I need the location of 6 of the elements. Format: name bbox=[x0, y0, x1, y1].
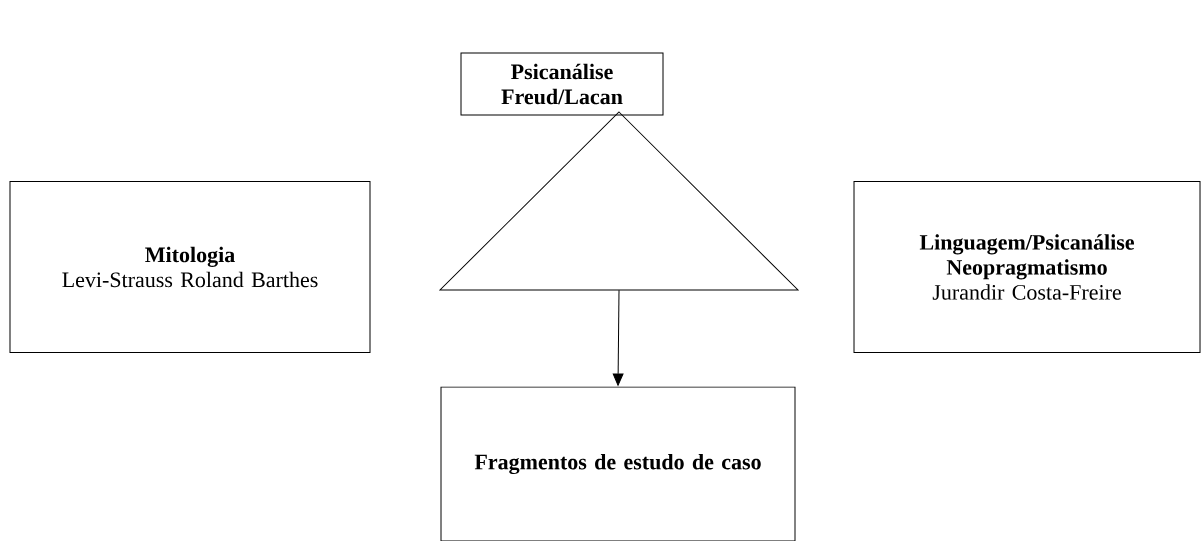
triangle bbox=[439, 111, 799, 291]
text-box: Psicanálise Freud/Lacan bbox=[460, 52, 664, 116]
text-box: Mitologia Levi-Strauss Roland Barthes bbox=[9, 181, 371, 353]
arrow bbox=[612, 289, 624, 386]
text-box: Fragmentos de estudo de caso bbox=[440, 386, 796, 541]
text-box: Linguagem/Psicanálise Neopragmatismo Jurandir Costa-Freire bbox=[853, 181, 1201, 353]
